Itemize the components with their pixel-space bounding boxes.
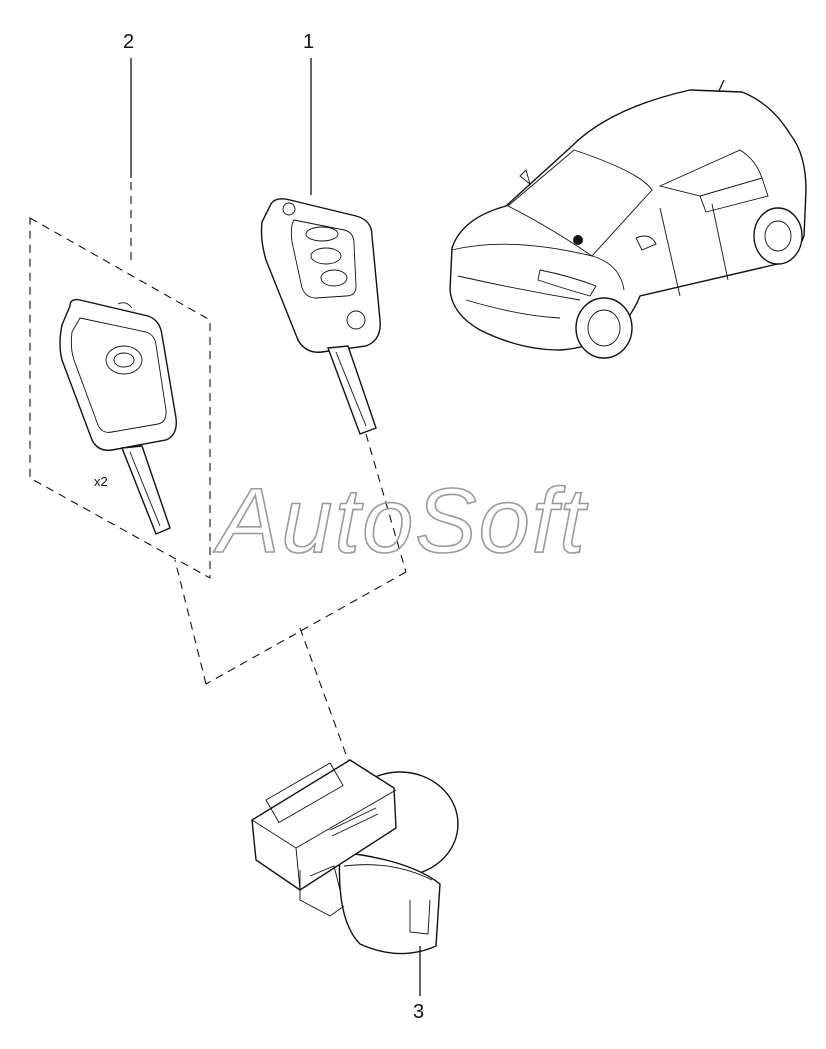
callout-1: 1	[303, 31, 314, 195]
unlock-button-icon	[310, 247, 342, 265]
key-2-blade	[121, 445, 171, 535]
callout-3: 3	[413, 946, 424, 1023]
key-2-group-frame	[29, 217, 211, 579]
trunk-button-icon	[320, 269, 348, 287]
callout-2: 2	[123, 31, 134, 262]
non-remote-key: x2	[59, 298, 177, 535]
lock-button-icon	[305, 226, 339, 242]
watermark-logo: AutoSoft	[213, 470, 588, 572]
quantity-note: x2	[94, 474, 108, 489]
ignition-immobilizer-unit	[251, 759, 459, 955]
callout-2-number: 2	[123, 31, 134, 53]
brand-logo-icon	[105, 345, 143, 375]
vehicle-location-view	[449, 79, 807, 359]
remote-flip-key	[260, 198, 381, 435]
flip-release-button-icon	[346, 310, 366, 330]
key-1-blade	[327, 345, 377, 435]
callout-3-number: 3	[413, 1001, 424, 1023]
callout-1-number: 1	[303, 31, 314, 53]
assembly-leader-lines	[174, 433, 407, 761]
ignition-location-marker	[573, 235, 583, 245]
